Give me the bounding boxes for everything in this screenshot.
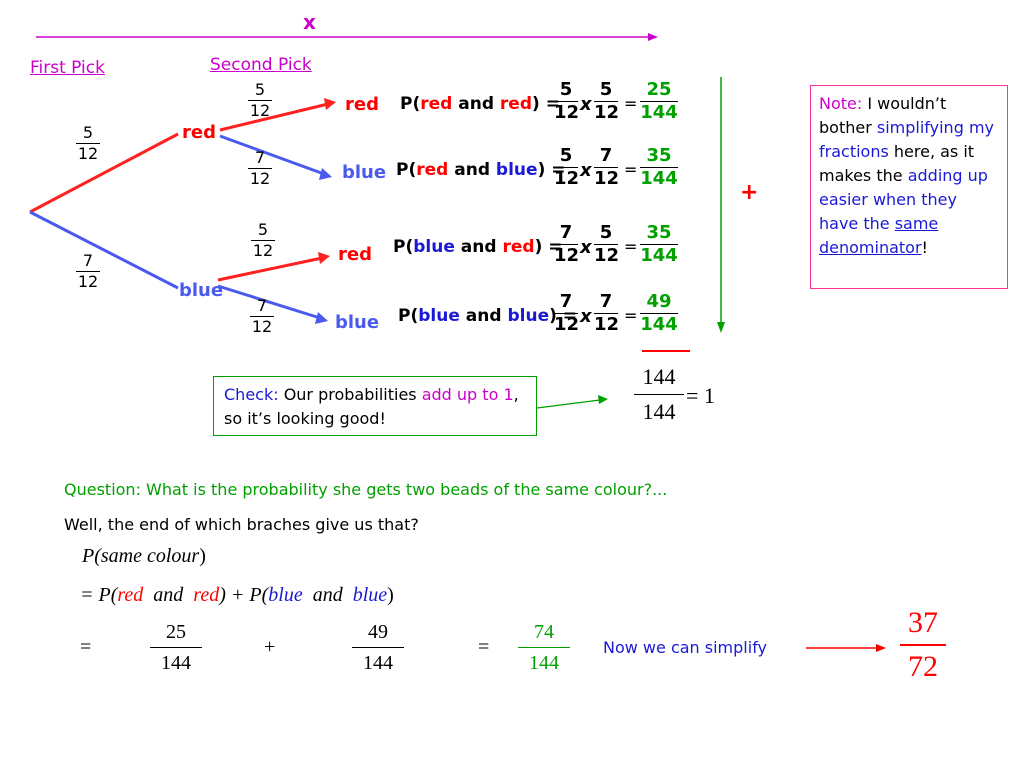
working-plus: + <box>264 636 276 658</box>
second-red-label: red <box>345 94 379 115</box>
outcome-blue-blue: P(blue and blue) = <box>398 306 578 326</box>
total-result: = 1 <box>686 383 715 408</box>
simplify-text: Now we can simplify <box>603 638 768 657</box>
first-red-label: red <box>182 122 216 143</box>
outcome-red-blue: P(red and blue) = <box>396 160 566 180</box>
note-box: Note: I wouldn’t bother simplifying my f… <box>810 85 1008 289</box>
second-pick-heading: Second Pick <box>210 55 312 75</box>
check-box: Check: Our probabilities add up to 1, so… <box>213 376 537 436</box>
plus-sign: + <box>740 180 759 205</box>
second-red-label: red <box>338 244 372 265</box>
multiply-sign: x <box>580 160 592 181</box>
equals-sign: = <box>624 160 638 179</box>
outcome-blue-red: P(blue and red) = <box>393 237 563 257</box>
second-blue-label: blue <box>342 162 387 183</box>
multiply-sign: x <box>580 237 592 258</box>
times-sign: x <box>303 10 316 34</box>
question-text: Question: What is the probability she ge… <box>64 480 668 499</box>
first-pick-heading: First Pick <box>30 58 105 78</box>
equals-sign: = <box>624 94 638 113</box>
hint-text: Well, the end of which braches give us t… <box>64 515 419 534</box>
outcome-red-red: P(red and red) = <box>400 94 560 114</box>
second-blue-label: blue <box>335 312 380 333</box>
equals-sign: = <box>624 237 638 256</box>
working-equals-2: = <box>478 636 490 658</box>
multiply-sign: x <box>580 306 592 327</box>
first-blue-label: blue <box>179 280 224 301</box>
multiply-sign: x <box>580 94 592 115</box>
working-equals-1: = <box>80 636 92 658</box>
working-line-2: = P(red and red) + P(blue and blue) <box>80 584 394 606</box>
equals-sign: = <box>624 306 638 325</box>
working-line-1: P(same colour) <box>82 545 206 567</box>
